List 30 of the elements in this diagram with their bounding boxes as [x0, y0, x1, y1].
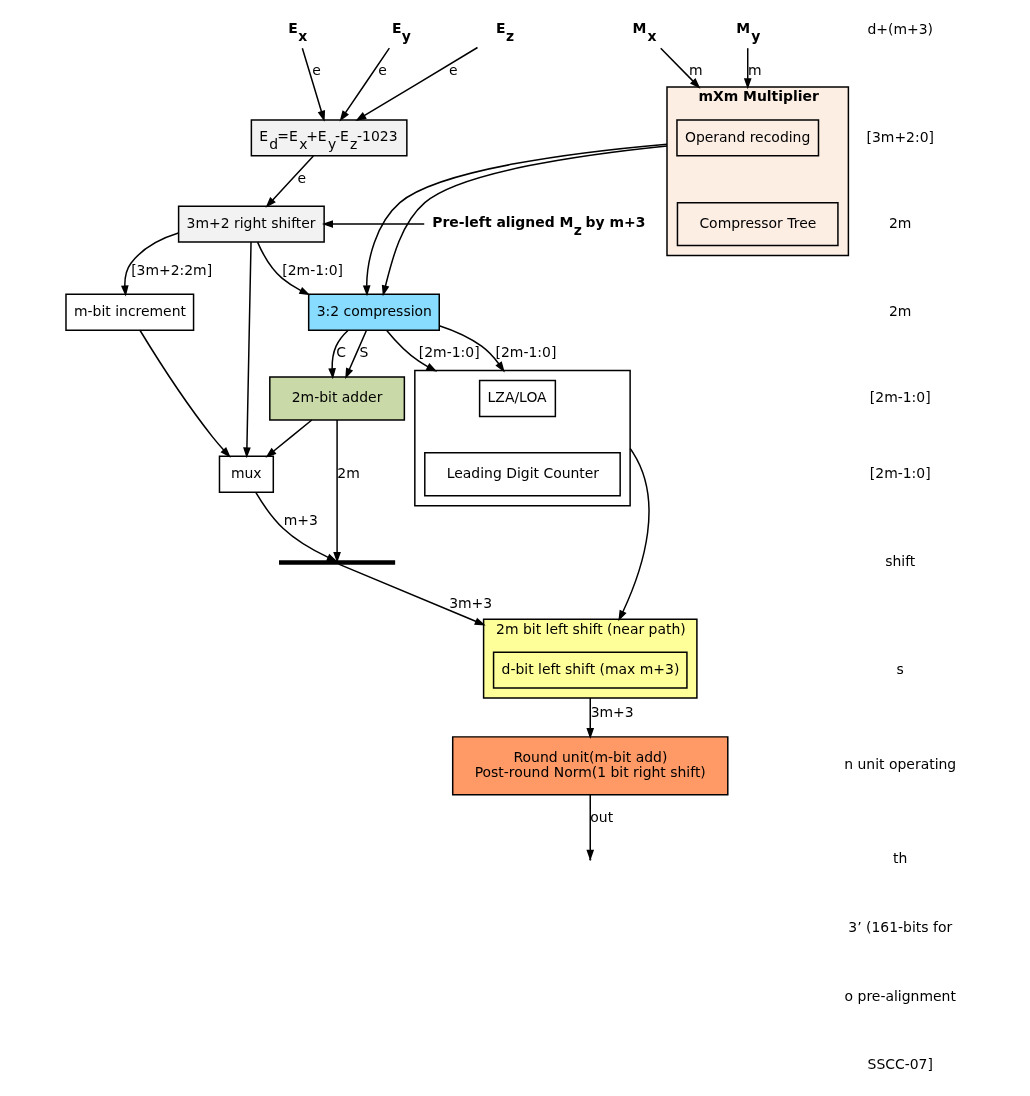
label: [3m+2:0] — [866, 128, 934, 145]
label: s — [896, 660, 904, 677]
edge-label: m — [689, 62, 703, 79]
edge-label: [2m-1:0] — [418, 344, 480, 361]
edge-label: m — [747, 62, 762, 79]
edge-label: e — [448, 62, 458, 79]
label: d+(m+3) — [867, 20, 933, 37]
edge-label: [3m+2:2m] — [131, 261, 213, 278]
label: 2m — [889, 302, 912, 319]
label: [2m-1:0] — [869, 389, 931, 406]
label: 2m — [889, 214, 912, 231]
label: 3’ (161-bits for — [848, 918, 953, 935]
label: n unit operating — [844, 756, 957, 773]
edge-label: 3m+3 — [449, 594, 493, 611]
edge-label: C — [336, 344, 346, 361]
edge-label: 2m — [337, 464, 360, 481]
label: th — [893, 850, 908, 867]
edge-label: out — [590, 808, 614, 825]
edge-label: e — [378, 62, 387, 79]
edge-label: 3m+3 — [590, 704, 634, 721]
label: SSCC-07] — [867, 1056, 933, 1073]
label: [2m-1:0] — [869, 464, 931, 481]
edge-label: [2m-1:0] — [282, 261, 344, 278]
label: shift — [885, 553, 916, 570]
edge-label: m+3 — [283, 511, 318, 528]
edge-label: S — [359, 344, 369, 361]
edge-label: [2m-1:0] — [495, 344, 557, 361]
label: o pre-alignment — [844, 987, 956, 1004]
edge-label: e — [297, 169, 306, 186]
edge-label: e — [312, 62, 321, 79]
